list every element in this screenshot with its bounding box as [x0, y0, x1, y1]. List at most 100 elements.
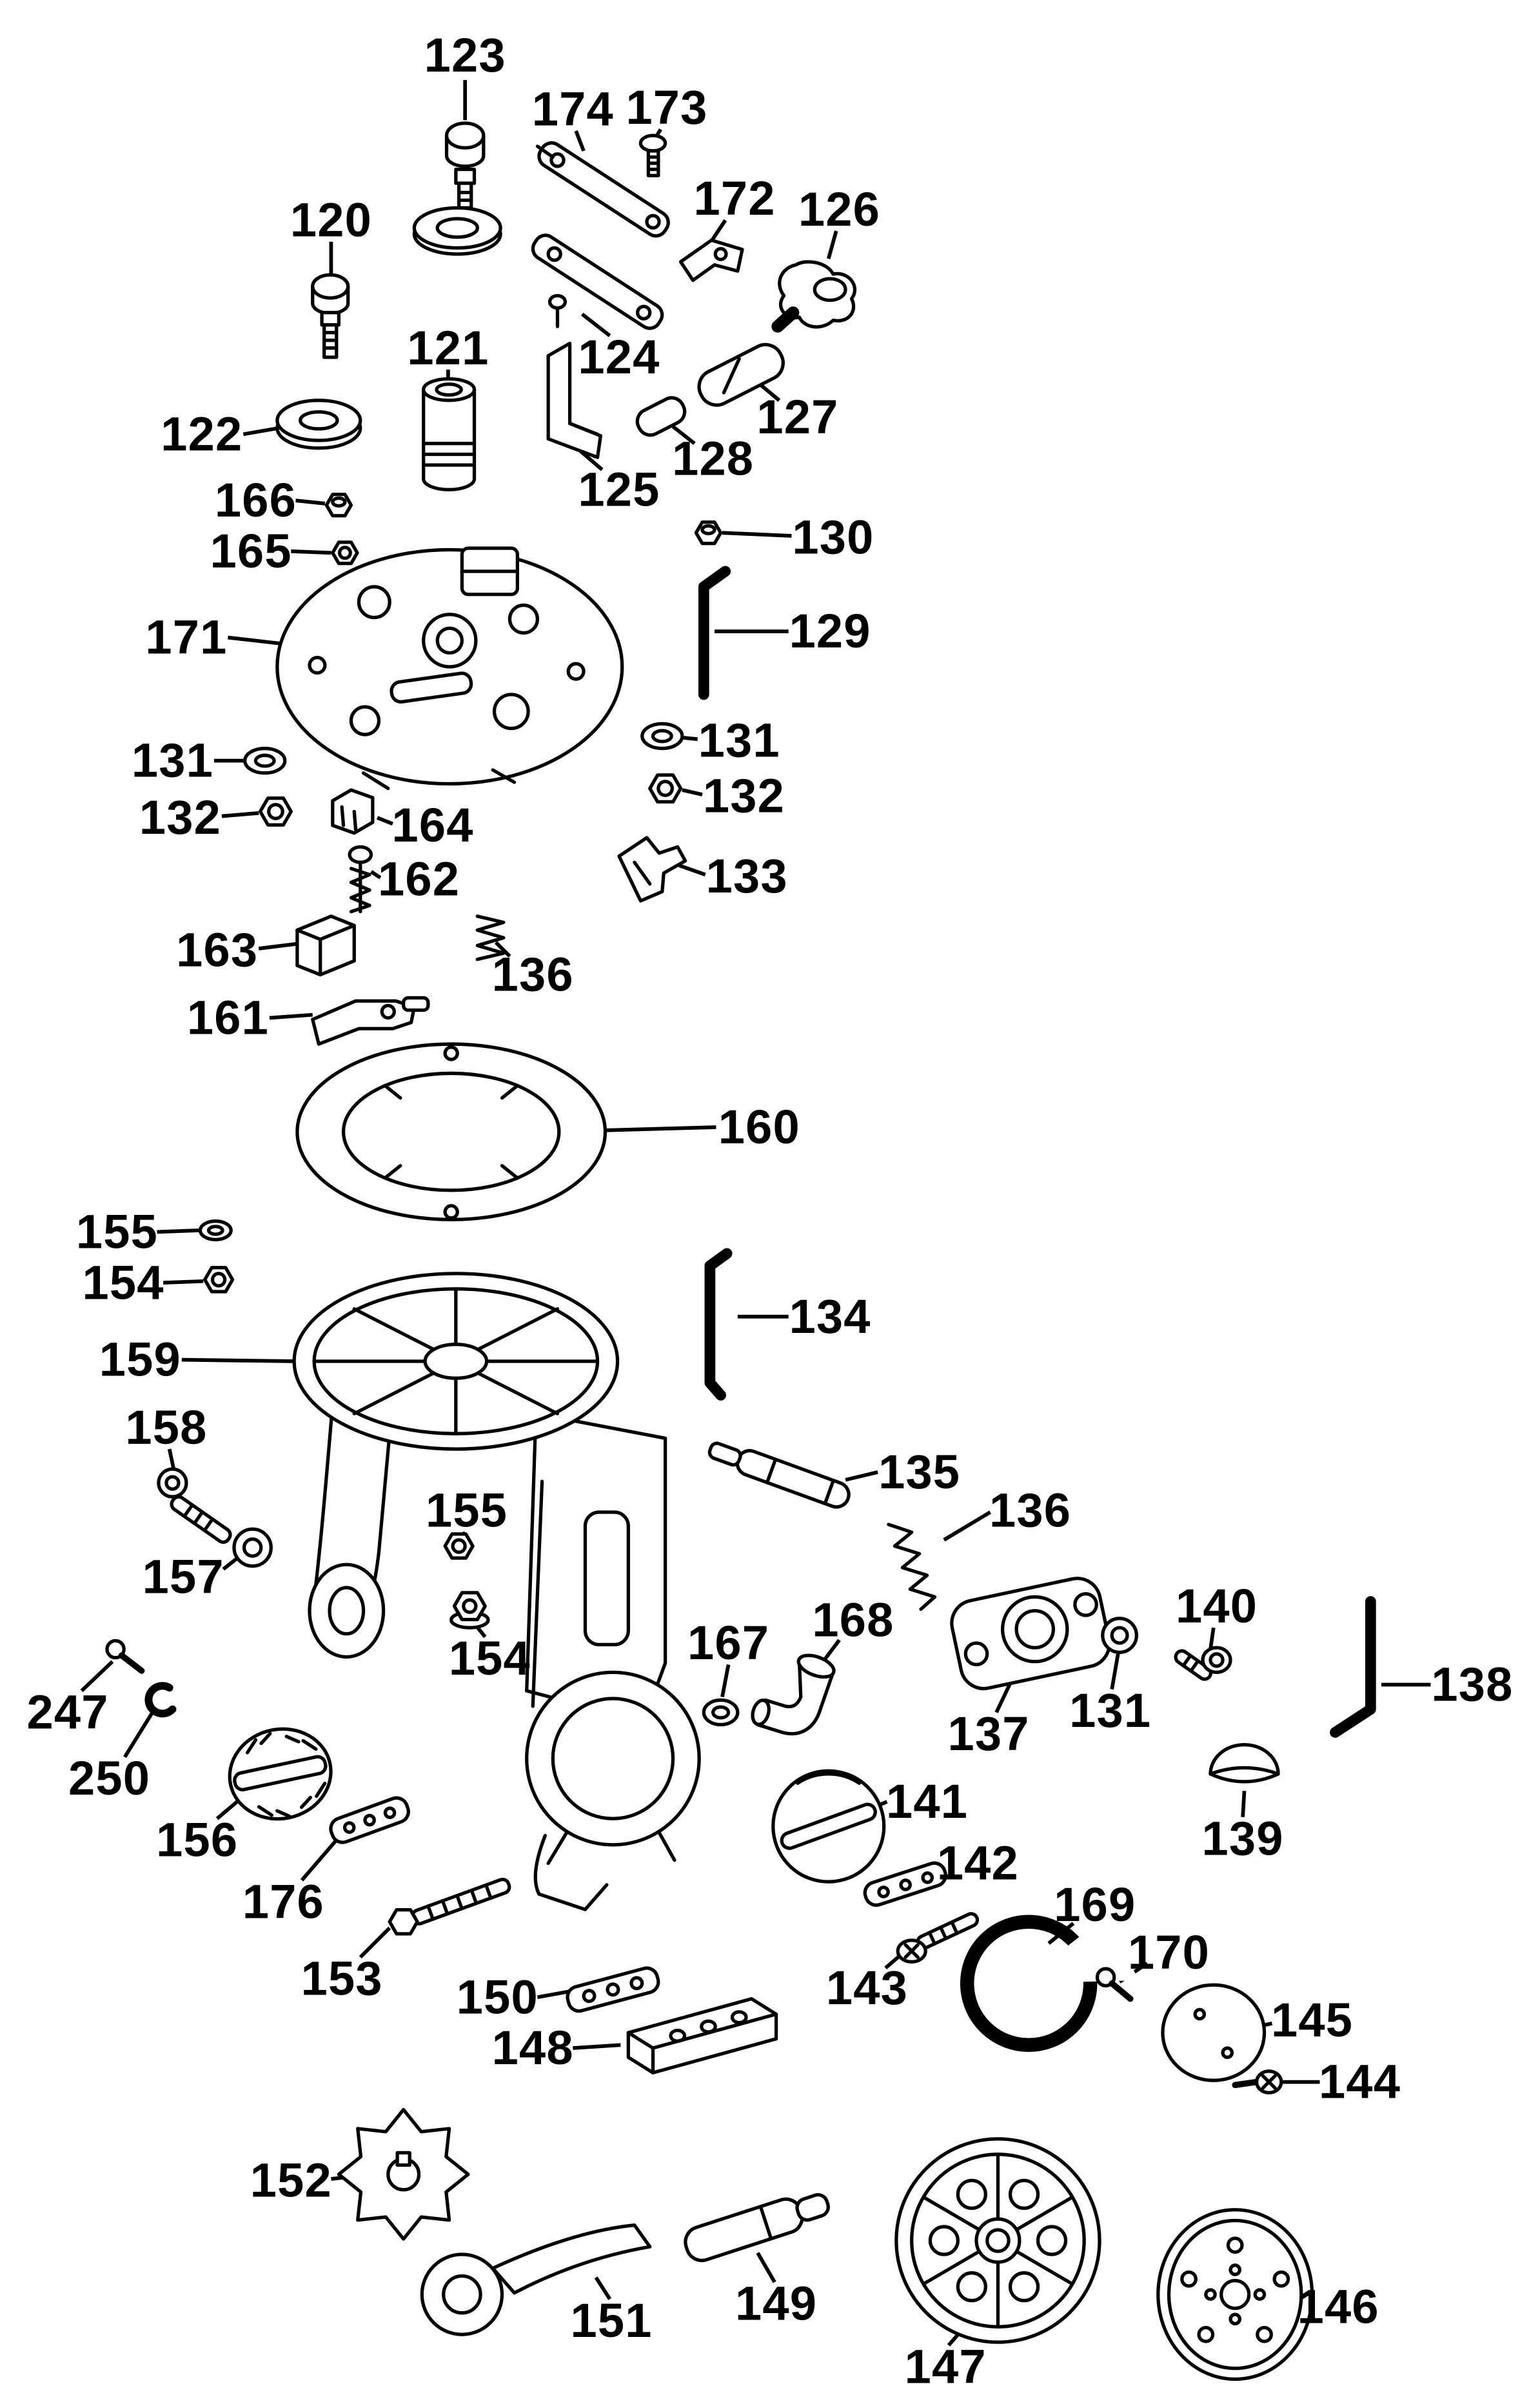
part-131-c-drawing — [1101, 1617, 1138, 1654]
part-155-a-drawing — [198, 1219, 233, 1241]
part-label-131-c: 131 — [1069, 1684, 1152, 1738]
part-154-a-drawing — [202, 1266, 235, 1294]
leader-line — [1110, 1653, 1120, 1690]
leader-line — [291, 549, 331, 555]
part-label-131-b: 131 — [698, 713, 780, 768]
leader-line — [181, 1357, 296, 1363]
part-label-122: 122 — [161, 407, 243, 462]
leader-line — [682, 788, 703, 797]
part-143-drawing — [896, 1912, 980, 1964]
part-123-drawing — [412, 121, 502, 256]
part-125-drawing — [546, 341, 602, 459]
part-132-right-drawing — [648, 773, 683, 804]
part-label-154-a: 154 — [82, 1256, 164, 1310]
part-label-163: 163 — [176, 923, 259, 978]
leader-line — [221, 811, 259, 818]
leader-line — [580, 312, 611, 337]
part-label-146: 146 — [1297, 2280, 1379, 2334]
leader-line — [606, 1125, 716, 1132]
part-label-133: 133 — [706, 849, 788, 903]
part-174-drawing — [535, 141, 670, 238]
part-166-drawing — [324, 493, 353, 518]
part-160-drawing — [295, 1042, 607, 1221]
part-label-162: 162 — [377, 852, 460, 907]
part-142-drawing — [863, 1861, 947, 1907]
part-172-drawing — [678, 238, 744, 282]
leader-line — [269, 1012, 313, 1020]
leader-line — [163, 1279, 204, 1285]
part-label-152: 152 — [250, 2153, 332, 2208]
part-163-drawing — [295, 914, 356, 977]
part-130-drawing — [694, 520, 723, 546]
part-label-142: 142 — [936, 1836, 1019, 1891]
part-label-155-b: 155 — [426, 1483, 508, 1538]
leader-line — [228, 635, 282, 646]
leader-line — [258, 942, 296, 951]
part-label-131-a: 131 — [131, 733, 214, 788]
part-label-176: 176 — [242, 1875, 324, 1929]
leader-line — [678, 863, 706, 877]
part-137-drawing — [950, 1577, 1111, 1691]
part-128-drawing — [635, 396, 687, 437]
leader-line — [594, 2276, 612, 2300]
part-146-drawing — [1156, 2208, 1314, 2381]
leader-line — [80, 1660, 114, 1693]
leader-line — [573, 2043, 621, 2050]
part-124-drawing — [531, 233, 664, 330]
part-label-148: 148 — [491, 2021, 574, 2075]
leader-line — [167, 1448, 176, 1472]
leader-line — [759, 383, 781, 402]
part-label-121: 121 — [407, 320, 489, 375]
part-label-155-a: 155 — [75, 1205, 159, 1259]
part-161-drawing — [311, 996, 430, 1046]
part-173-drawing — [638, 133, 667, 177]
part-label-125: 125 — [578, 462, 660, 517]
part-168-drawing — [751, 1653, 836, 1736]
part-label-250: 250 — [68, 1751, 151, 1806]
part-136-spring-b-drawing — [887, 1522, 937, 1611]
part-label-151: 151 — [570, 2293, 653, 2348]
leader-line — [359, 1926, 391, 1959]
part-label-150: 150 — [456, 1970, 538, 2025]
part-label-132-b: 132 — [702, 769, 785, 823]
leader-line — [671, 425, 696, 445]
part-134-drawing — [704, 1248, 733, 1401]
part-145-drawing — [1161, 1983, 1267, 2082]
part-label-149: 149 — [735, 2276, 818, 2331]
leader-line — [376, 816, 394, 826]
leader-line — [682, 736, 698, 742]
part-label-136-b: 136 — [989, 1483, 1072, 1538]
part-122-drawing — [275, 399, 362, 450]
part-label-136-a: 136 — [491, 947, 574, 1002]
part-label-126: 126 — [798, 182, 881, 237]
part-label-166: 166 — [214, 473, 297, 527]
leader-line — [574, 130, 586, 152]
part-133-drawing — [617, 836, 687, 903]
part-121-drawing — [422, 377, 477, 492]
part-250-drawing — [144, 1682, 177, 1718]
part-157-drawing — [232, 1527, 273, 1568]
part-label-173: 173 — [626, 81, 708, 135]
part-label-164: 164 — [391, 798, 474, 852]
part-label-156: 156 — [156, 1813, 239, 1867]
part-167-drawing — [702, 1698, 740, 1727]
part-label-141: 141 — [886, 1775, 969, 1829]
leader-line — [756, 2252, 776, 2283]
part-label-145: 145 — [1271, 1993, 1354, 2047]
part-135-drawing — [707, 1441, 851, 1509]
part-147-drawing — [894, 2137, 1101, 2344]
leader-line — [537, 1989, 572, 2000]
leader-line — [1241, 1791, 1247, 1818]
part-138-drawing — [1330, 1596, 1376, 1738]
leader-line — [826, 230, 838, 259]
part-127-drawing — [697, 342, 785, 407]
part-label-167: 167 — [687, 1616, 770, 1670]
part-150-drawing — [566, 1966, 660, 2013]
part-151-drawing — [420, 2223, 652, 2336]
leader-line — [157, 1228, 199, 1234]
part-label-132-a: 132 — [139, 791, 221, 845]
part-label-127: 127 — [756, 390, 839, 444]
part-label-169: 169 — [1054, 1878, 1136, 1932]
leader-line — [123, 1711, 154, 1759]
